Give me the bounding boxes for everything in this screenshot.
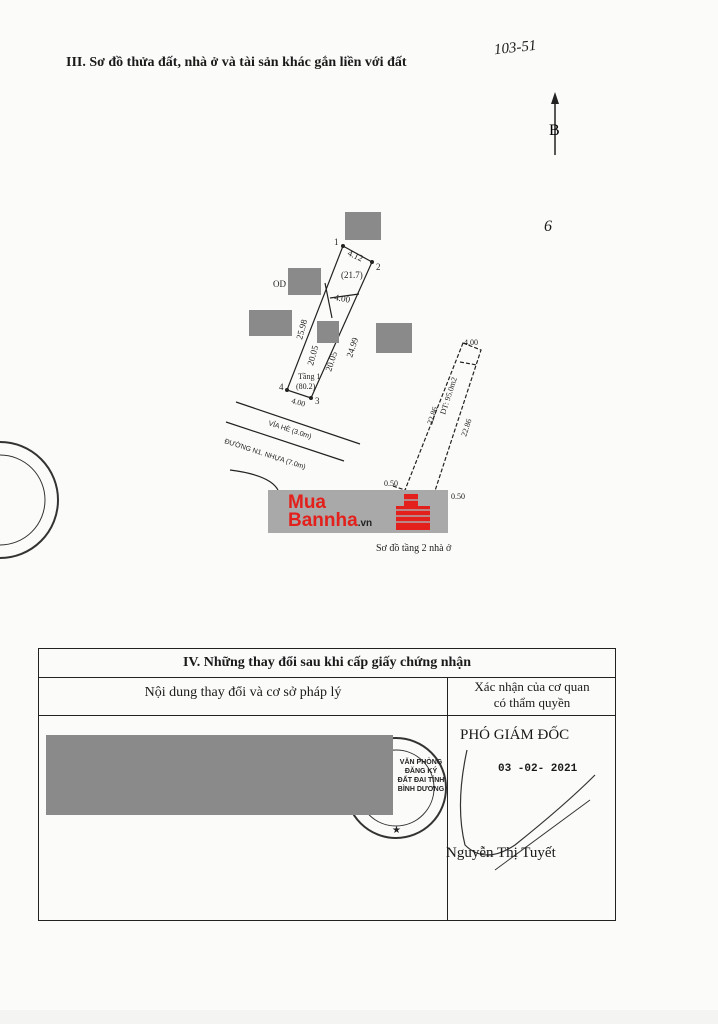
land-code: OD [273,279,286,289]
f2-right: 22.86 [459,418,473,438]
col-header-changes: Nội dung thay đổi và cơ sở pháp lý [144,685,342,700]
point-2: 2 [376,262,381,272]
right-inner: 20.05 [323,350,339,373]
section-title: III. Sơ đồ thửa đất, nhà ở và tài sản kh… [66,55,407,70]
right-total: 24.99 [344,336,360,359]
stamp-text: VĂN PHÒNG ĐĂNG KÝ ĐẤT ĐAI TỈNH BÌNH DƯƠN… [397,759,445,793]
point-1: 1 [334,237,339,247]
sign-date: 03 -02- 2021 [498,763,578,775]
signer-name: Nguyễn Thị Tuyết [446,845,556,861]
building-icon [396,494,430,530]
signer-title: PHÓ GIÁM ĐỐC [460,727,570,743]
f2-offset-left: 0.50 [384,479,398,488]
redaction [317,321,339,343]
partial-stamp [0,441,59,559]
redaction [288,268,321,295]
plot-diagram: 1 2 3 4 4.12 (21.7) 4.00 25.98 24.99 20.… [223,237,482,554]
point-4: 4 [279,382,284,392]
left-inner: 20.05 [305,344,320,367]
svg-text:★: ★ [392,825,401,836]
bottom-edge: 4.00 [290,396,306,408]
watermark-suffix: .vn [357,518,373,529]
north-arrow-icon: B [549,92,560,155]
f2-area: DT: 95.0m2 [438,376,459,416]
f2-caption: Sơ đồ tầng 2 nhà ở [376,543,452,554]
f2-top: 4.00 [464,338,478,347]
redaction [46,735,393,815]
signature-mark [459,749,596,871]
inner-width: 4.00 [334,292,352,305]
point-3: 3 [315,396,320,406]
watermark-logo: Mua Bannha.vn [268,490,448,533]
f2-left: 22.86 [425,406,439,426]
redaction [249,310,292,336]
handwritten-page-number: 6 [544,218,552,235]
redaction [376,323,412,353]
floor-label: Tầng 1 [298,372,320,381]
road-label: ĐƯỜNG N1. NHỰA (7.0m) [223,436,306,471]
top-edge: 4.12 [346,248,365,264]
changes-table-title: IV. Những thay đổi sau khi cấp giấy chứn… [39,649,615,678]
area-top: (21.7) [341,270,363,280]
watermark-line1: Mua [288,492,326,513]
changes-table: IV. Những thay đổi sau khi cấp giấy chứn… [38,648,616,921]
floor-area: (80.2) [296,382,316,391]
watermark-line2: Bannha [288,510,358,531]
redaction [345,212,381,240]
north-label: B [549,122,560,139]
f2-offset-right: 0.50 [451,492,465,501]
